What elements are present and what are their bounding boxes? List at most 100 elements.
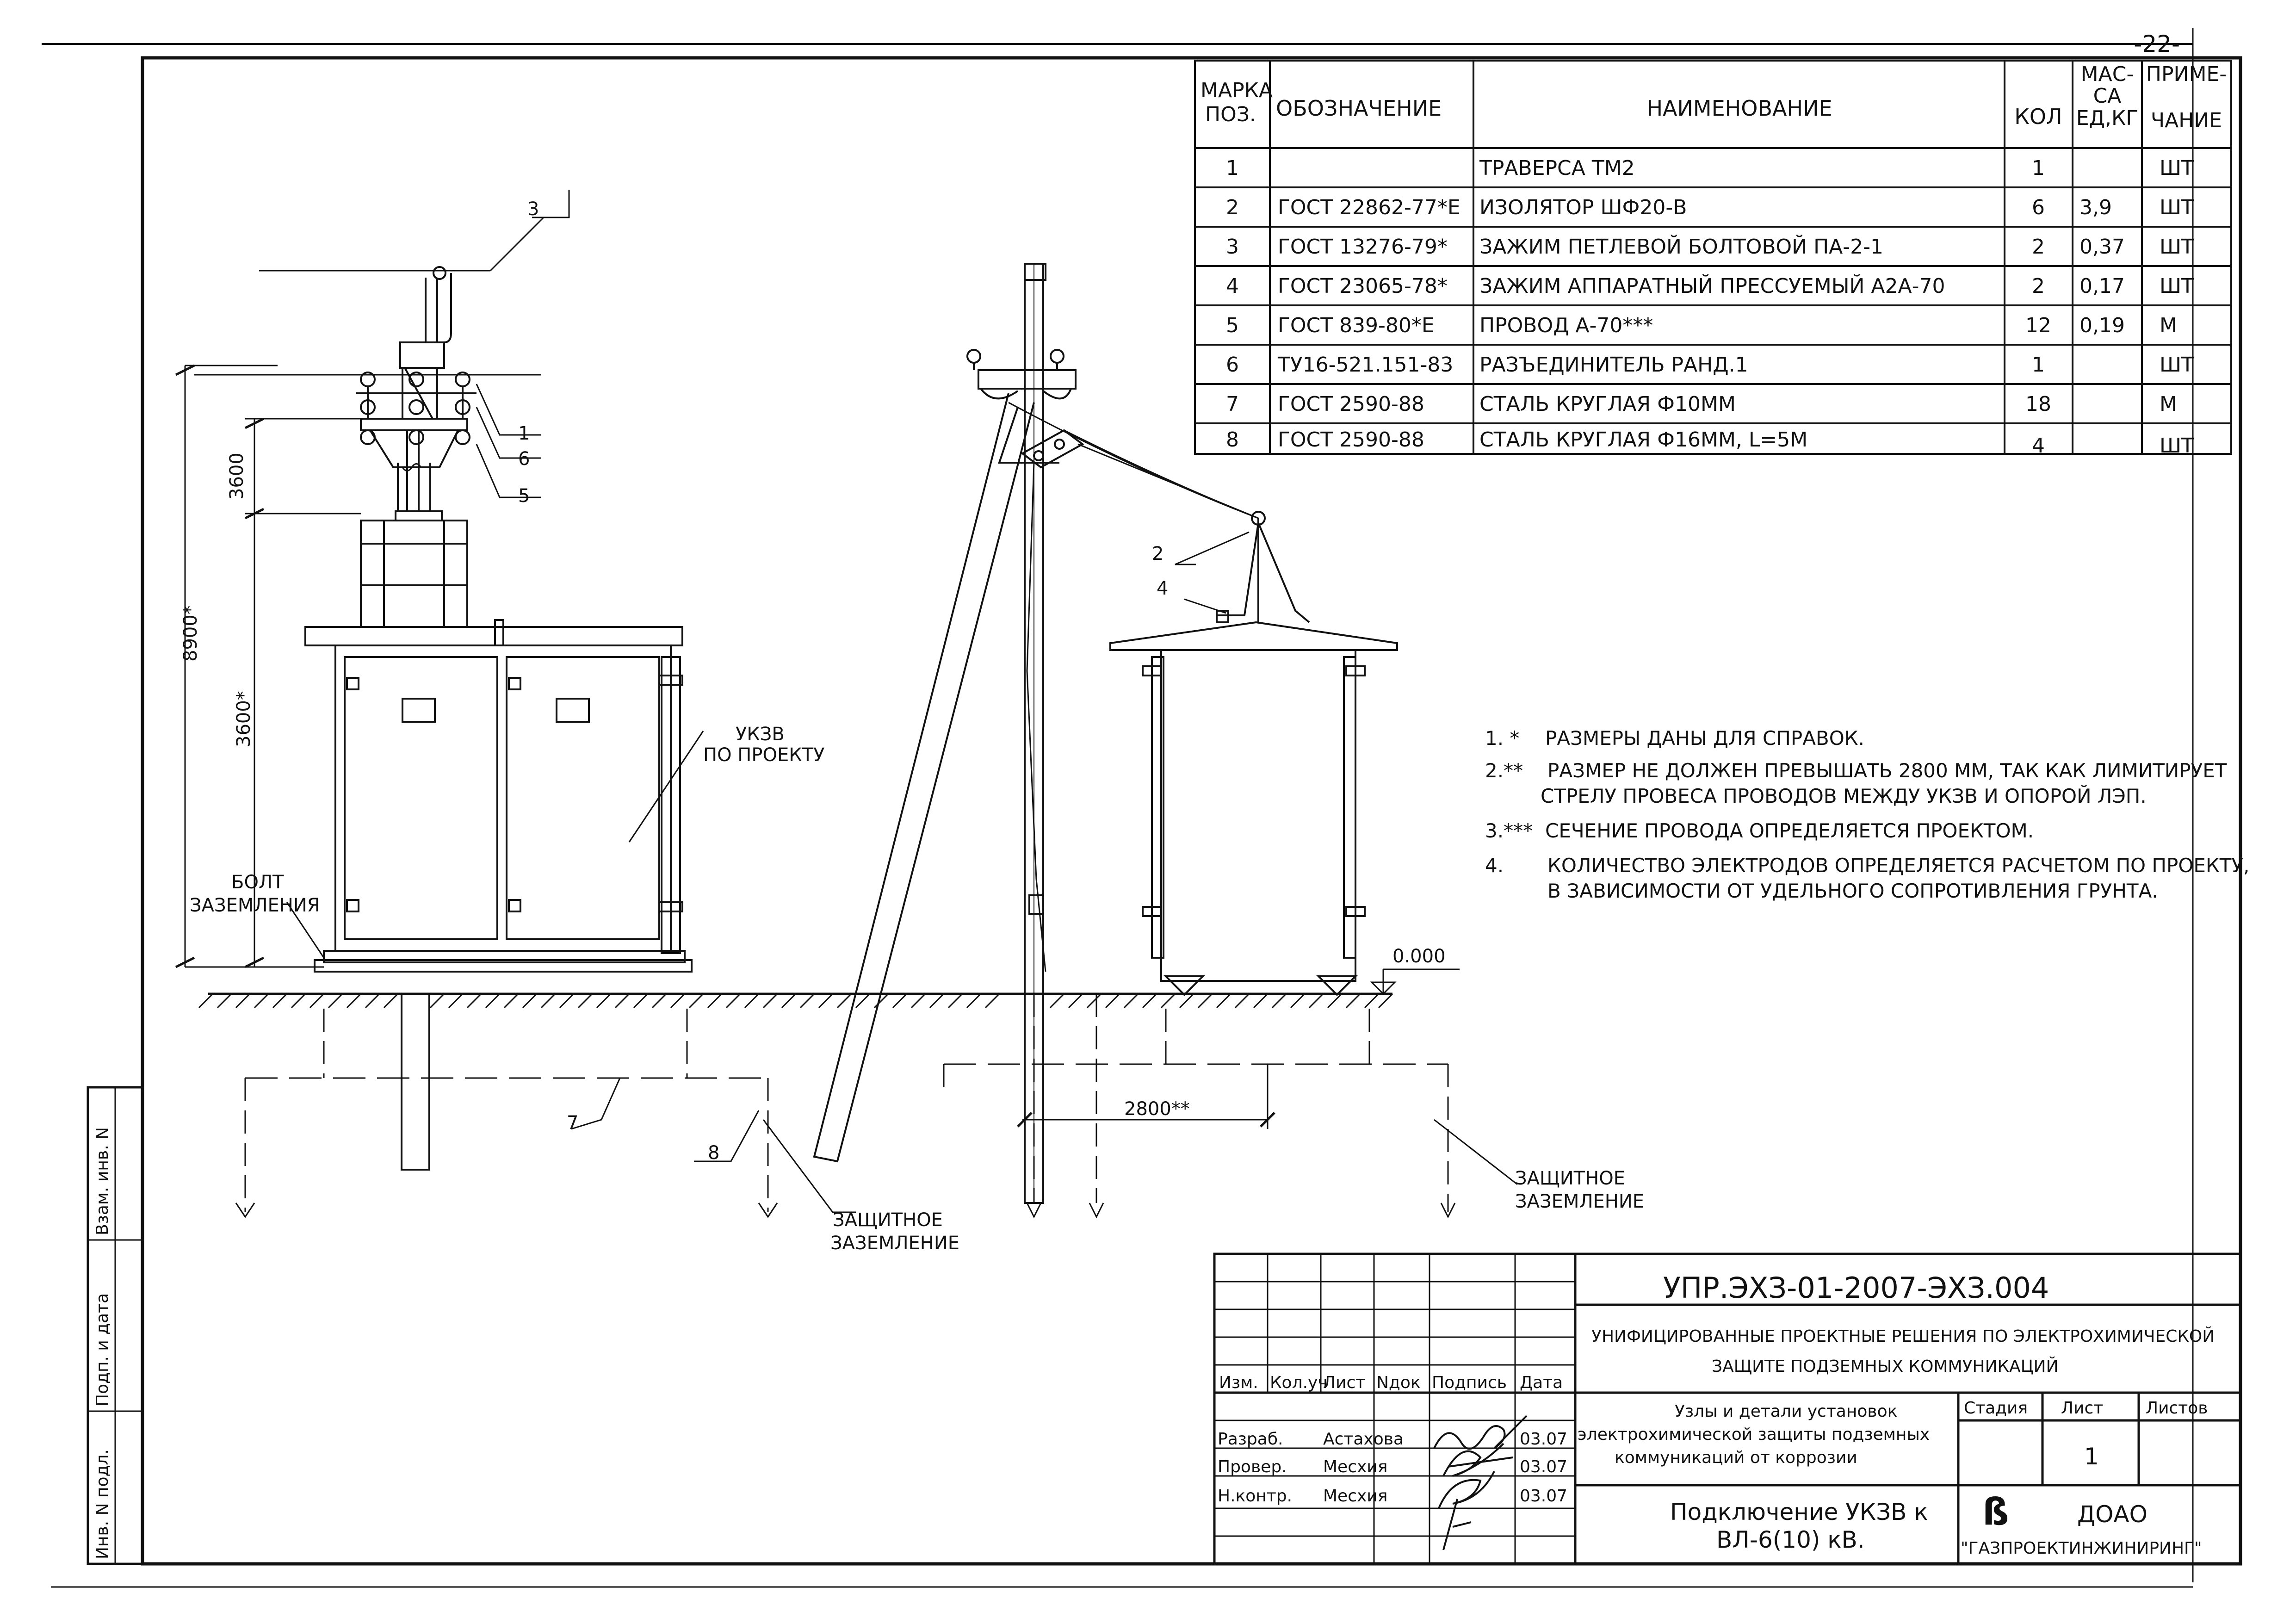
bolt-label: БОЛТ [231,872,284,893]
note-text: СТРЕЛУ ПРОВЕСА ПРОВОДОВ МЕЖДУ УКЗВ И ОПО… [1541,784,2147,807]
callout-4: 4 [1157,578,1168,599]
callout-8: 8 [708,1142,719,1164]
sheets-header: Листов [2146,1399,2208,1418]
callout-5: 5 [518,485,530,507]
staff-name: Месхия [1323,1487,1387,1506]
row-pos: 1 [1226,156,1239,180]
note-number: 1. * [1485,727,1519,750]
callout-2: 2 [1152,543,1163,564]
note-text: РАЗМЕРЫ ДАНЫ ДЛЯ СПРАВОК. [1545,727,1864,750]
bolt-sub-label: ЗАЗЕМЛЕНИЯ [190,895,320,916]
row-unit: ШТ [2160,274,2194,298]
header-note-2: ЧАНИЕ [2151,109,2222,132]
org-name-1: ДОАО [2077,1501,2147,1528]
staff-row: Н.контр. Месхия 03.07 [1218,1487,1567,1506]
inv-number-label: Инв. N подл. [93,1449,112,1559]
document-code: УПР.ЭХЗ-01-2007-ЭХЗ.004 [1663,1271,2049,1305]
level-mark [1370,968,1460,995]
dim-3600-bottom: 3600* [233,691,254,747]
note-text: В ЗАВИСИМОСТИ ОТ УДЕЛЬНОГО СОПРОТИВЛЕНИЯ… [1547,880,2158,902]
header-mark-1: МАРКА [1201,79,1273,102]
row-mass: 3,9 [2079,196,2112,219]
header-name: НАИМЕНОВАНИЕ [1646,96,1832,121]
row-pos: 7 [1226,392,1239,416]
staff-date: 03.07 [1520,1430,1567,1449]
row-qty: 1 [2032,156,2045,180]
ukzv-label: УКЗВ [736,724,785,745]
overhead-wires [1008,402,1259,519]
row-qty: 12 [2025,314,2051,337]
staff-role: Н.контр. [1218,1487,1292,1506]
sheet-number: -22- [2134,31,2180,57]
row-unit: ШТ [2160,235,2194,259]
row-name: ИЗОЛЯТОР ШФ20-В [1479,196,1687,219]
row-name: ЗАЖИМ ПЕТЛЕВОЙ БОЛТОВОЙ ПА-2-1 [1479,234,1883,259]
ground-left-sub-label: ЗАЗЕМЛЕНИЕ [830,1233,959,1254]
sheet-value: 1 [2084,1443,2099,1470]
row-unit: ШТ [2160,196,2194,219]
technical-drawing [175,190,1518,1219]
sheet-header: Лист [2061,1399,2103,1418]
section-title-2: электрохимической защиты подземных [1578,1425,1930,1444]
ground-left-label: ЗАЩИТНОЕ [833,1209,943,1231]
row-qty: 18 [2025,392,2051,416]
staff-date: 03.07 [1520,1457,1567,1476]
col-izm: Изм. [1219,1373,1258,1392]
note-text: СЕЧЕНИЕ ПРОВОДА ОПРЕДЕЛЯЕТСЯ ПРОЕКТОМ. [1545,819,2034,842]
replace-inv-label: Взам. инв. N [93,1127,112,1235]
note-number: 2.** [1485,759,1523,782]
level-zero: 0.000 [1392,946,1446,967]
col-ndok: Nдок [1376,1373,1421,1392]
notes-block: 1. * РАЗМЕРЫ ДАНЫ ДЛЯ СПРАВОК. 2.** РАЗМ… [1485,727,2249,902]
header-mass-2: СА [2093,84,2122,108]
header-mass-3: ЕД,КГ [2076,106,2138,130]
right-ukzv-unit [943,511,1456,1219]
row-unit: М [2160,314,2177,337]
row-pos: 2 [1226,196,1239,219]
row-mass: 0,37 [2079,235,2125,259]
row-designation: ГОСТ 839-80*Е [1278,314,1435,337]
drawing-labels: 3600 8900* 3600* 2800** 0.000 3 1 6 5 2 … [180,198,1644,1254]
ground-right-label: ЗАЩИТНОЕ [1515,1168,1625,1189]
row-unit: ШТ [2160,434,2194,458]
stage-header: Стадия [1964,1399,2028,1418]
spec-table: МАРКА ПОЗ. ОБОЗНАЧЕНИЕ НАИМЕНОВАНИЕ КОЛ … [1194,60,2232,458]
table-row: 7 ГОСТ 2590-88 СТАЛЬ КРУГЛАЯ Ф10ММ 18 М [1226,392,2177,416]
row-qty: 2 [2032,235,2045,259]
ukzv-sub-label: ПО ПРОЕКТУ [703,744,824,766]
row-unit: ШТ [2160,156,2194,180]
dim-2800: 2800** [1124,1098,1190,1120]
left-dimensions [175,364,361,968]
power-pole [813,263,1104,1219]
row-mass: 0,17 [2079,274,2125,298]
side-stamp: Инв. N подл. Подп. и дата Взам. инв. N [87,1086,144,1565]
header-mark-2: ПОЗ. [1205,103,1256,126]
section-title-1: Узлы и детали установок [1675,1402,1897,1421]
note-number: 4. [1485,854,1504,877]
row-designation: ГОСТ 22862-77*Е [1278,196,1461,219]
row-name: СТАЛЬ КРУГЛАЯ Ф10ММ [1479,392,1736,416]
callout-leaders [286,190,1518,1213]
row-pos: 3 [1226,235,1239,259]
header-mass-1: МАС- [2081,62,2134,86]
header-qty: КОЛ [2014,104,2062,129]
table-row: 5 ГОСТ 839-80*Е ПРОВОД А-70*** 12 0,19 М [1226,314,2177,337]
section-title-3: коммуникаций от коррозии [1615,1448,1857,1467]
ukzv-unit [194,217,693,1171]
note-number: 3.*** [1485,819,1533,842]
ground-electrodes-left [235,1009,778,1218]
staff-row: Провер. Месхия 03.07 [1218,1457,1567,1476]
row-designation: ГОСТ 2590-88 [1278,428,1424,452]
ground-right-sub-label: ЗАЗЕМЛЕНИЕ [1515,1191,1644,1212]
header-designation: ОБОЗНАЧЕНИЕ [1276,96,1442,121]
org-name-2: "ГАЗПРОЕКТИНЖИНИРИНГ" [1961,1539,2202,1558]
row-designation: ТУ16-521.151-83 [1277,353,1453,377]
row-name: ЗАЖИМ АППАРАТНЫЙ ПРЕССУЕМЫЙ А2А-70 [1479,273,1945,298]
row-unit: М [2160,392,2177,416]
staff-role: Провер. [1218,1457,1287,1476]
drawing-title-2: ВЛ-6(10) кВ. [1716,1526,1865,1553]
row-pos: 5 [1226,314,1239,337]
project-title-2: ЗАЩИТЕ ПОДЗЕМНЫХ КОММУНИКАЦИЙ [1712,1357,2059,1376]
row-qty: 6 [2032,196,2045,219]
